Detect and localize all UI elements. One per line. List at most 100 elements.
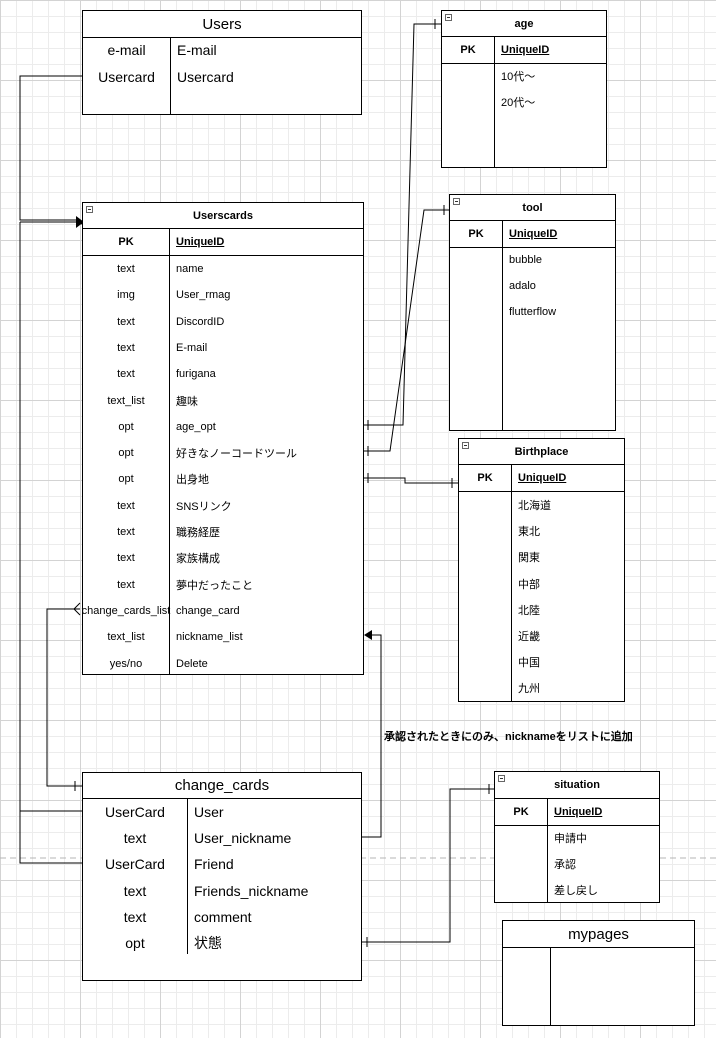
tool-table[interactable]: tool PK UniqueID bubble adalo flutterflo… [449,194,616,431]
birthplace-row: 近畿 [518,631,540,643]
userscards-row-type: text_list [107,631,145,644]
userscards-row-type: opt [118,473,134,486]
collapse-icon[interactable] [445,14,452,21]
situation-table[interactable]: situation PK UniqueID 申請中 承認 差し戻し [494,771,660,903]
userscards-title: Userscards [83,203,363,229]
connector-nickname [362,630,382,838]
tool-row: flutterflow [509,306,557,318]
collapse-icon[interactable] [453,198,460,205]
userscards-row-field: E-mail [176,341,208,354]
change-cards-row-field: Friends_nickname [194,882,309,899]
tool-row: bubble [509,254,543,266]
situation-title: situation [495,772,659,799]
change-cards-row-field: User_nickname [194,830,292,847]
change-cards-row-type: text [123,830,147,847]
birthplace-row: 中国 [518,657,540,670]
birthplace-pk-label: PK [477,472,493,484]
age-pk-field: UniqueID [501,44,550,56]
userscards-row-type: text_list [107,394,145,407]
situation-row: 差し戻し [554,885,598,897]
userscards-pk-field: UniqueID [176,236,225,248]
tool-row: adalo [509,280,536,292]
userscards-row-field: User_rmag [176,289,231,302]
userscards-row-type: text [117,368,135,381]
age-title: age [442,11,606,37]
userscards-pk-label: PK [118,236,134,248]
change-cards-row-type: text [123,882,147,899]
userscards-row-field: DiscordID [176,315,225,328]
age-row: 20代～ [501,97,536,109]
situation-pk-label: PK [513,806,529,818]
change-cards-row-field: User [194,804,224,820]
change-cards-table[interactable]: change_cards UserCard User text User_nickna… [82,772,362,981]
situation-pk-field: UniqueID [554,806,603,818]
change-cards-row-type: text [123,908,147,925]
userscards-row-type: yes/no [109,657,143,670]
birthplace-row: 九州 [518,683,540,696]
connector-users-userscards [19,75,85,228]
birthplace-title: Birthplace [459,439,624,465]
nickname-annotation: 承認されたときにのみ、nicknameをリストに追加 [384,731,633,743]
users-table[interactable]: Users e-mail E-mail Usercard Usercard [82,10,362,115]
users-row-type: e-mail [107,42,146,58]
connector-usercard-trunk [19,222,82,864]
userscards-row-type: text [117,263,135,275]
userscards-row-field: 職務経歴 [176,527,220,539]
change-cards-title: change_cards [83,773,361,799]
change-cards-row-type: UserCard [105,856,165,873]
userscards-row-type: img [117,289,135,302]
userscards-row-type: opt [118,420,134,433]
birthplace-row: 北海道 [518,500,551,512]
age-pk-label: PK [460,44,476,56]
userscards-row-field: nickname_list [176,631,243,644]
userscards-row-type: text [117,526,135,538]
collapse-icon[interactable] [86,206,93,213]
userscards-row-field: 夢中だったこと [176,579,253,592]
situation-row: 申請中 [554,833,587,845]
birthplace-row: 東北 [518,526,540,539]
userscards-row-field: 家族構成 [176,553,220,566]
users-row-type: Usercard [98,69,155,85]
userscards-row-type: text [117,552,135,565]
tool-pk-field: UniqueID [509,228,558,240]
age-row: 10代～ [501,71,536,83]
mypages-title: mypages [503,921,694,948]
userscards-row-type: opt [118,447,134,460]
connector-tool-opt [364,205,449,456]
collapse-icon[interactable] [498,775,505,782]
change-cards-row-type: opt [125,935,145,951]
connector-situation [362,784,494,947]
userscards-row-field: furigana [176,368,216,381]
userscards-row-field: change_card [176,604,240,617]
change-cards-row-field: 状態 [194,935,222,951]
change-cards-row-field: Friend [194,856,234,873]
collapse-icon[interactable] [462,442,469,449]
birthplace-row: 関東 [518,552,540,565]
userscards-row-field: 出身地 [176,474,209,487]
connector-birthplace-opt [364,473,458,488]
birthplace-pk-field: UniqueID [518,472,567,484]
birthplace-row: 中部 [518,578,540,591]
tool-title: tool [450,195,615,221]
mypages-table[interactable]: mypages [502,920,695,1026]
userscards-row-type: text [117,341,135,354]
userscards-row-type: text [117,315,135,328]
users-title: Users [83,11,361,38]
birthplace-row: 北陸 [518,604,540,617]
birthplace-table[interactable]: Birthplace PK UniqueID 北海道東北関東中部北陸近畿中国九州 [458,438,625,702]
userscards-row-type: change_cards_list [82,604,171,617]
situation-row: 承認 [554,859,576,871]
userscards-row-field: Delete [176,657,208,670]
userscards-row-field: age_opt [176,420,216,433]
tool-pk-label: PK [468,228,484,240]
userscards-row-field: 趣味 [176,395,198,408]
users-row-field: Usercard [177,69,234,85]
userscards-row-field: SNSリンク [176,500,232,513]
change-cards-row-type: UserCard [105,804,165,820]
users-row-field: E-mail [177,42,217,58]
userscards-row-type: text [117,578,135,591]
connector-age-opt [364,19,441,430]
age-table[interactable]: age PK UniqueID 10代～ 20代～ [441,10,607,168]
